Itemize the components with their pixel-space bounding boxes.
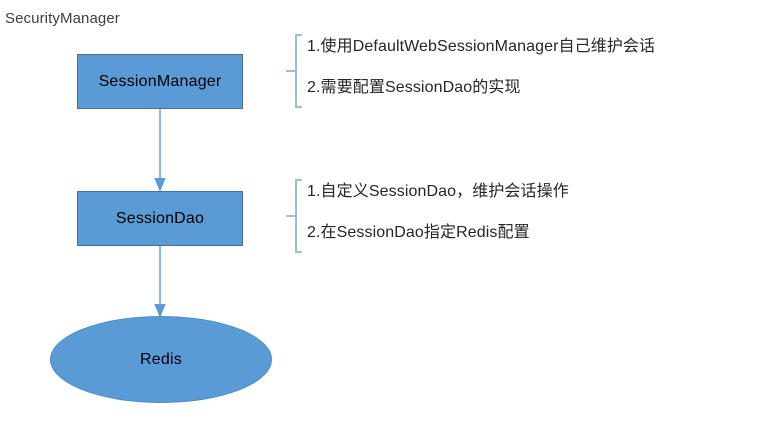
left-bracket-icon: [286, 179, 302, 253]
node-session-dao-label: SessionDao: [115, 209, 205, 227]
node-session-dao[interactable]: SessionDao: [77, 191, 243, 246]
annotation-line: 1.使用DefaultWebSessionManager自己维护会话: [307, 38, 656, 55]
annotation-text-block: 1.自定义SessionDao，维护会话操作 2.在SessionDao指定Re…: [307, 178, 781, 243]
annotation-line: 1.自定义SessionDao，维护会话操作: [307, 183, 569, 200]
annotation-text-block: 1.使用DefaultWebSessionManager自己维护会话 2.需要配…: [307, 33, 781, 98]
node-session-manager-label: SessionManager: [98, 72, 222, 90]
annotation-line: 2.在SessionDao指定Redis配置: [307, 224, 530, 241]
node-redis[interactable]: Redis: [50, 316, 272, 403]
left-bracket-icon: [286, 34, 302, 108]
node-session-manager[interactable]: SessionManager: [77, 54, 243, 109]
diagram-title: SecurityManager: [5, 10, 120, 27]
annotation-line: 2.需要配置SessionDao的实现: [307, 79, 521, 96]
node-redis-label: Redis: [140, 350, 182, 368]
